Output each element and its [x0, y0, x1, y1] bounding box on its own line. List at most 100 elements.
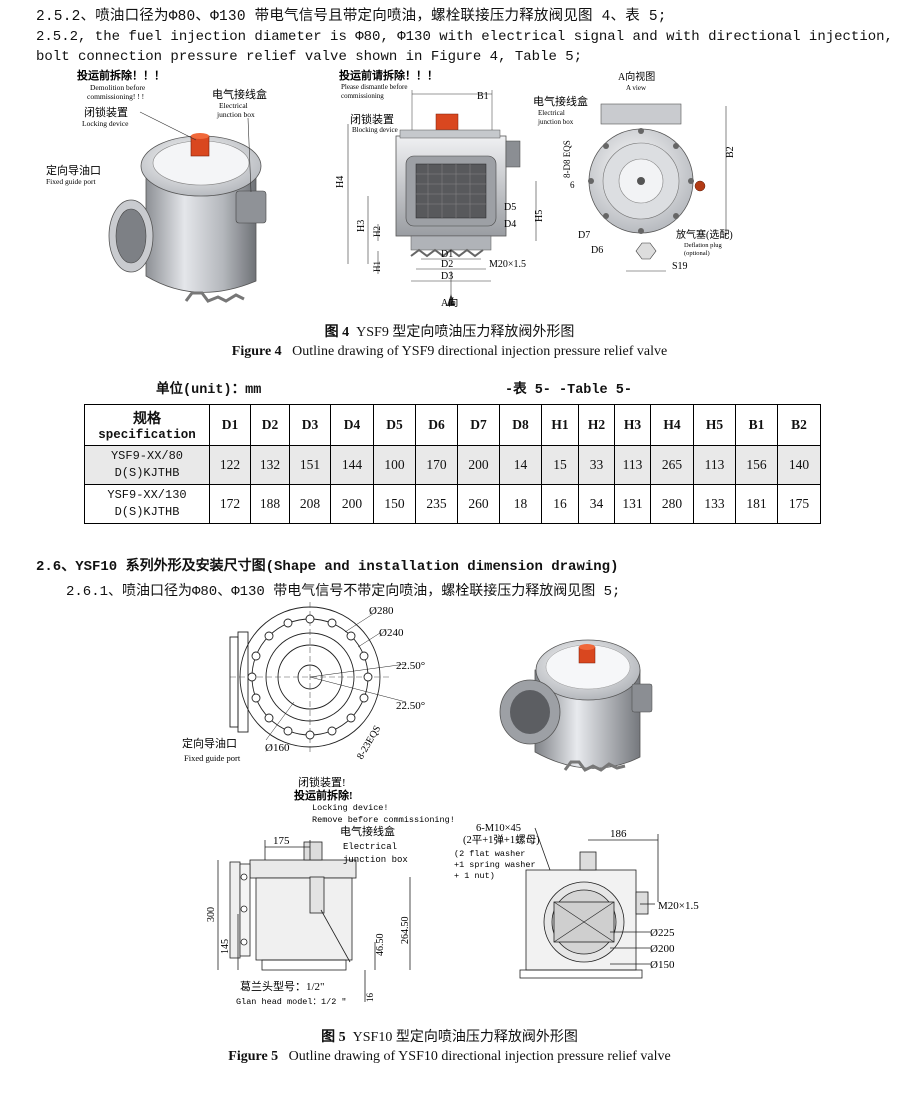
fig4-front-warn-en1: Please dismantle before — [341, 83, 407, 91]
fig5-bolt-2: (2平+1弹+1螺母) — [463, 833, 540, 846]
fig4-left-junction-cn: 电气接线盒 — [212, 87, 267, 101]
para-252-en-line2: bolt connection pressure relief valve sh… — [36, 49, 583, 65]
cell-h3: 113 — [614, 445, 651, 485]
cell-b2: 140 — [777, 445, 821, 485]
fig4-left-lock-cn: 闭锁装置 — [84, 105, 128, 119]
header-d4: D4 — [330, 404, 374, 446]
figure-4-caption-en-text: Outline drawing of YSF9 directional inje… — [292, 344, 668, 359]
fig4-front-junction-cn: 电气接线盒 — [533, 94, 588, 108]
cell-d4: 144 — [330, 445, 374, 485]
fig4-dim-m20: M20×1.5 — [489, 259, 526, 270]
fig5-junction-en1: Electrical — [343, 842, 397, 852]
fig5-bolt-4: +1 spring washer — [454, 860, 536, 870]
fig4-left-guide-cn: 定向导油口 — [46, 163, 101, 177]
figure-4-drawing: 投运前拆除！！！ Demolition before commissioning… — [46, 68, 736, 309]
fig4-plug-en2: (optional) — [684, 250, 710, 257]
fig5-d280: Ø280 — [369, 605, 394, 617]
figure-5-caption-en-text: Outline drawing of YSF10 directional inj… — [288, 1049, 671, 1064]
cell-h5: 133 — [693, 484, 736, 524]
figure-4-caption-en-number: Figure 4 — [231, 344, 282, 359]
fig4-dim-d4: D4 — [504, 219, 516, 230]
fig5-m20: M20×1.5 — [658, 900, 699, 912]
fig4-front-warn-cn: 投运前请拆除！！！ — [339, 68, 438, 82]
fig5-d240: Ø240 — [379, 627, 404, 639]
fig5-junction-en2: junction box — [343, 855, 408, 865]
figure-4-caption-cn-text: YSF9 型定向喷油压力释放阀外形图 — [356, 325, 575, 340]
fig4-dim-s19: S19 — [672, 261, 688, 272]
header-d7: D7 — [457, 404, 500, 446]
fig5-eqs: 8-23EQS — [355, 724, 383, 762]
cell-d7: 200 — [457, 445, 500, 485]
header-spec-en: specification — [98, 428, 196, 442]
fig5-d150: Ø150 — [650, 959, 675, 971]
fig4-a-view — [588, 103, 727, 272]
fig5-d200: Ø200 — [650, 943, 675, 955]
fig4-left-lock-en: Locking device — [82, 119, 129, 128]
fig5-bolt-3: (2 flat washer — [454, 849, 525, 859]
fig5-dim-46: 46.50 — [375, 934, 386, 957]
fig5-bolt-1: 6-M10×45 — [476, 823, 521, 834]
fig4-left-warn-en2: commissioning! ! ! — [87, 92, 144, 101]
para-252-en-line1: 2.5.2, the fuel injection diameter is Φ8… — [36, 29, 893, 45]
fig5-dim-145: 145 — [220, 939, 231, 954]
fig4-front-lock-en: Blocking device — [352, 126, 398, 134]
fig5-front-view — [519, 827, 659, 979]
fig5-dim-16: 16 — [365, 993, 375, 1003]
fig5-lock-en1: Locking device! — [312, 803, 389, 813]
cell-d2: 188 — [250, 484, 290, 524]
fig4-front-lock-cn: 闭锁装置 — [350, 112, 394, 126]
fig5-gland-cn: 葛兰头型号：1/2" — [240, 979, 325, 993]
fig4-left-junction-en1: Electrical — [219, 101, 248, 110]
figure-5-caption-cn: 图 5 YSF10 型定向喷油压力释放阀外形图 — [0, 1026, 899, 1046]
fig4-dim-d7: D7 — [578, 230, 590, 241]
fig4-front-junction-en1: Electrical — [538, 109, 565, 117]
cell-b1: 156 — [735, 445, 778, 485]
figure-4-caption-cn-number: 图 4 — [324, 325, 350, 340]
cell-d2: 132 — [250, 445, 290, 485]
figure-5-caption-cn-text: YSF10 型定向喷油压力释放阀外形图 — [352, 1030, 578, 1045]
cell-d3: 208 — [289, 484, 331, 524]
section-26-heading: 2.6、YSF10 系列外形及安装尺寸图(Shape and installat… — [36, 559, 619, 575]
fig4-dim-h5: H5 — [534, 210, 545, 222]
fig5-iso-view — [499, 639, 653, 772]
fig5-bolt-5: + 1 nut) — [454, 871, 495, 881]
cell-d3: 151 — [289, 445, 331, 485]
fig5-d225: Ø225 — [650, 927, 675, 939]
fig5-dim-175: 175 — [273, 835, 290, 847]
cell-d6: 170 — [415, 445, 458, 485]
cell-d6: 235 — [415, 484, 458, 524]
fig5-dim-300: 300 — [206, 907, 217, 922]
cell-d1: 172 — [209, 484, 251, 524]
cell-h4: 280 — [650, 484, 694, 524]
para-252-cn: 2.5.2、喷油口径为Φ80、Φ130 带电气信号且带定向喷油，螺栓联接压力释放… — [36, 9, 667, 25]
fig4-left-guide-en: Fixed guide port — [46, 177, 96, 186]
fig5-junction-cn: 电气接线盒 — [340, 824, 395, 838]
fig4-dim-6: 6 — [570, 180, 575, 190]
fig4-dim-d5: D5 — [504, 202, 516, 213]
cell-d7: 260 — [457, 484, 500, 524]
spec-line-2: D(S)KJTHB — [114, 505, 180, 519]
spec-line-2: D(S)KJTHB — [114, 466, 180, 480]
fig4-dim-d2: D2 — [441, 259, 453, 270]
header-b1: B1 — [735, 404, 778, 446]
header-d3: D3 — [289, 404, 331, 446]
table5-unit: 单位(unit)：mm — [156, 383, 262, 398]
table5-label: -表 5- -Table 5- — [505, 383, 632, 398]
header-h4: H4 — [650, 404, 694, 446]
fig4-dim-h4: H4 — [335, 176, 346, 188]
fig5-angle-2: 22.50° — [396, 700, 425, 712]
fig5-d160: Ø160 — [265, 742, 290, 754]
fig5-angle-1: 22.50° — [396, 660, 425, 672]
table-row: YSF9-XX/130 D(S)KJTHB 172 188 208 200 15… — [84, 484, 821, 524]
fig4-a-view-bolts: 8-D8 EQS — [562, 140, 572, 178]
header-d2: D2 — [250, 404, 290, 446]
table-5: 规格 specification D1 D2 D3 D4 D5 D6 D7 D8… — [84, 404, 821, 524]
cell-b2: 175 — [777, 484, 821, 524]
cell-d1: 122 — [209, 445, 251, 485]
fig5-lock-cn1: 闭锁装置! — [298, 775, 346, 789]
figure-4-caption-en: Figure 4 Outline drawing of YSF9 directi… — [0, 344, 899, 360]
fig5-lock-cn2: 投运前拆除! — [294, 788, 353, 802]
fig4-left-warn-cn: 投运前拆除！！！ — [77, 68, 165, 82]
header-d5: D5 — [373, 404, 416, 446]
fig4-left-junction-en2: junction box — [216, 110, 255, 119]
